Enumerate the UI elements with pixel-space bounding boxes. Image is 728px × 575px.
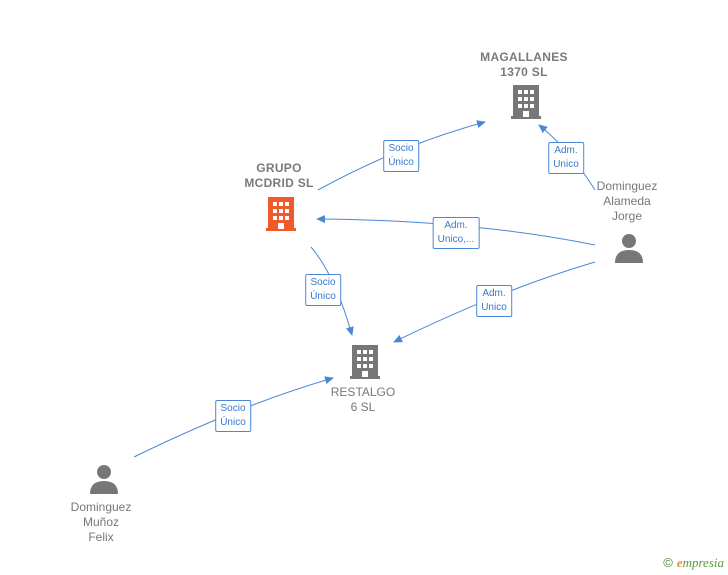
edge-label-grupo-restalgo[interactable]: Socio Único [305,274,341,306]
edge-label-jorge-restalgo[interactable]: Adm. Unico [476,285,512,317]
person-icon-jorge[interactable] [615,234,643,263]
edge-label-line: Adm. [444,220,468,231]
empresia-logo[interactable]: ©empresia [663,555,724,571]
edge-label-line: Adm. [554,145,578,156]
person-icon-felix[interactable] [90,465,118,494]
node-label-grupo[interactable]: GRUPO MCDRID SL [244,161,313,191]
edge-label-felix-restalgo[interactable]: Socio Único [215,400,251,432]
node-label-felix[interactable]: Dominguez Muñoz Felix [71,500,132,545]
node-label-line: Dominguez [70,500,132,514]
brand-name: mpresia [682,555,724,570]
edge-label-line: Único [388,157,414,168]
edge-label-line: Adm. [482,288,506,299]
brand-e: e [676,555,683,570]
edge-label-line: Único [220,417,246,428]
edge-label-line: Socio [310,277,336,288]
node-label-line: MAGALLANES [480,50,568,64]
node-label-restalgo[interactable]: RESTALGO 6 SL [331,385,395,415]
node-label-line: 6 SL [350,400,376,414]
node-label-magallanes[interactable]: MAGALLANES 1370 SL [480,50,568,80]
copyright-icon: © [663,555,673,570]
building-icon-grupo[interactable] [266,197,296,231]
node-label-line: Jorge [611,209,643,223]
node-label-line: MCDRID SL [244,176,314,190]
building-icon-restalgo[interactable] [350,345,380,379]
node-label-line: GRUPO [256,161,302,175]
node-label-line: Felix [88,530,114,544]
edge-label-line: Socio [388,143,414,154]
edge-label-line: Socio [220,403,246,414]
building-icon-magallanes[interactable] [511,85,541,119]
edge-label-grupo-magallanes[interactable]: Socio Único [383,140,419,172]
node-label-line: Muñoz [82,515,120,529]
edge-label-jorge-magallanes[interactable]: Adm. Unico [548,142,584,174]
edge-label-line: Unico [553,159,579,170]
edge-label-line: Unico,... [437,234,475,245]
node-label-line: RESTALGO [330,385,396,399]
edge-label-line: Unico [481,302,507,313]
node-label-line: Dominguez [596,179,658,193]
edge-label-line: Único [310,291,336,302]
node-label-line: Alameda [603,194,651,208]
node-label-jorge[interactable]: Dominguez Alameda Jorge [597,179,658,224]
node-label-line: 1370 SL [500,65,548,79]
edge-label-jorge-grupo[interactable]: Adm. Unico,... [432,217,480,249]
